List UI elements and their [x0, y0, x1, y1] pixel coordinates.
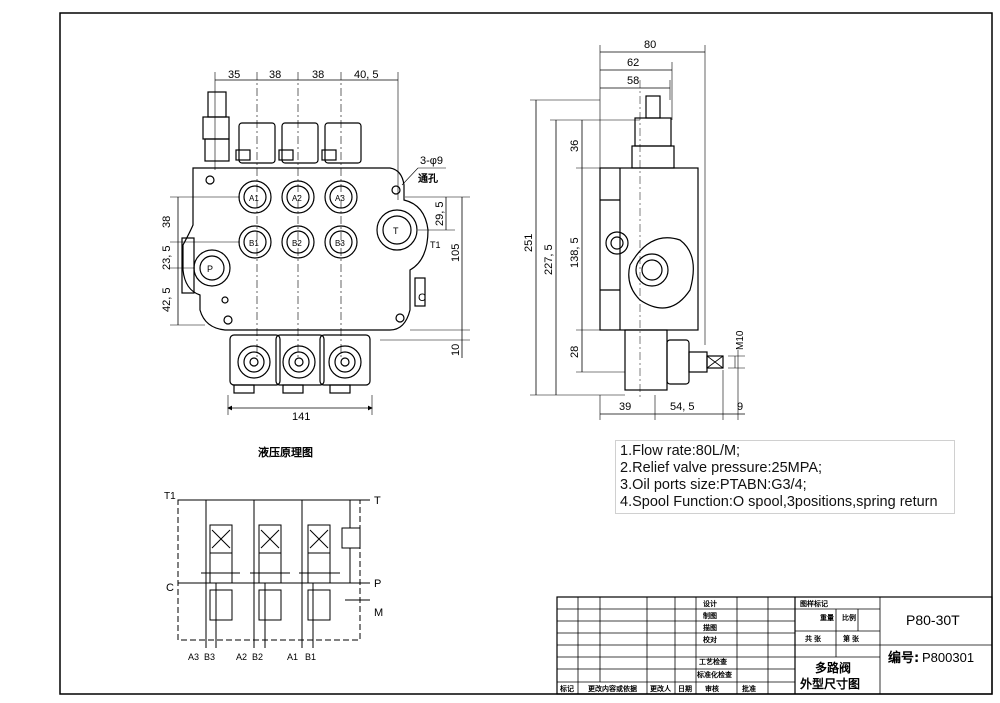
side-top-dim-1: 80 — [644, 39, 656, 51]
side-view — [530, 45, 745, 420]
schematic-label-a2: A2 — [236, 652, 247, 662]
tb-row-design: 设计 — [703, 599, 717, 608]
port-label-a3: A3 — [335, 194, 345, 203]
side-top-dim-2: 62 — [627, 57, 639, 69]
side-bottom-dim-2: 54, 5 — [670, 401, 694, 413]
tb-col-person: 更改人 — [650, 684, 672, 693]
front-top-dim-4: 40, 5 — [354, 69, 378, 81]
port-label-b2: B2 — [292, 239, 302, 248]
tb-model: P80-30T — [906, 612, 960, 628]
tb-col-mark: 标记 — [559, 684, 574, 693]
tb-scale: 比例 — [842, 613, 856, 622]
note-port-size: 3.Oil ports size:PTABN:G3/4; — [620, 477, 807, 493]
tb-row-check: 校对 — [703, 635, 717, 644]
tb-row-trace: 描图 — [703, 623, 717, 632]
tb-sheet: 第 张 — [843, 634, 860, 643]
hole-note: 3-φ9 — [420, 155, 443, 167]
side-left-dim-1: 251 — [523, 234, 535, 252]
side-thread: M10 — [735, 330, 746, 350]
schematic-label-t: T — [374, 495, 381, 507]
side-left-dim-3: 36 — [569, 140, 581, 152]
tb-name-line1: 多路阀 — [815, 660, 851, 675]
tb-row-process: 工艺检查 — [699, 657, 728, 666]
schematic-label-a1: A1 — [287, 652, 298, 662]
front-view — [170, 72, 470, 415]
drawing-border — [59, 12, 993, 695]
schematic-label-m: M — [374, 607, 383, 619]
port-label-t1: T1 — [430, 240, 441, 250]
front-right-dim-2: 105 — [450, 244, 462, 262]
tb-row-drawing: 制图 — [703, 611, 717, 620]
schematic-label-c: C — [166, 582, 174, 594]
front-right-dim-1: 29, 5 — [434, 202, 446, 226]
tb-col-date: 日期 — [678, 684, 692, 693]
note-relief-pressure: 2.Relief valve pressure:25MPA; — [620, 460, 823, 476]
front-bottom-dim: 141 — [292, 411, 310, 423]
hydraulic-schematic — [177, 499, 370, 648]
tb-code-label: 编号: — [888, 650, 919, 666]
note-flow-rate: 1.Flow rate:80L/M; — [620, 443, 741, 459]
side-bottom-dim-3: 9 — [737, 401, 743, 413]
tb-weight: 重量 — [820, 613, 834, 622]
front-top-dim-2: 38 — [269, 69, 281, 81]
port-label-b1: B1 — [249, 239, 259, 248]
hole-note-2: 通孔 — [418, 172, 438, 185]
tb-code: P800301 — [922, 650, 974, 665]
technical-notes: 1.Flow rate:80L/M; 2.Relief valve pressu… — [615, 440, 955, 514]
side-bottom-dim-1: 39 — [619, 401, 631, 413]
front-top-dim-3: 38 — [312, 69, 324, 81]
front-top-dim-1: 35 — [228, 69, 240, 81]
schematic-label-a3: A3 — [188, 652, 199, 662]
title-block — [556, 596, 993, 695]
tb-name-line2: 外型尺寸图 — [800, 676, 860, 691]
schematic-title: 液压原理图 — [258, 445, 313, 459]
tb-sheets: 共 张 — [805, 634, 822, 643]
side-left-dim-2: 227, 5 — [543, 244, 555, 275]
schematic-label-b2: B2 — [252, 652, 263, 662]
front-left-dim-1: 38 — [161, 216, 173, 228]
tb-material: 图样标记 — [800, 599, 828, 608]
side-left-dim-5: 28 — [569, 346, 581, 358]
port-label-p: P — [207, 264, 213, 274]
side-top-dim-3: 58 — [627, 75, 639, 87]
front-right-dim-3: 10 — [450, 344, 462, 356]
schematic-label-p: P — [374, 578, 381, 590]
front-left-dim-2: 23, 5 — [161, 246, 173, 270]
port-label-a2: A2 — [292, 194, 302, 203]
front-left-dim-3: 42, 5 — [161, 288, 173, 312]
side-left-dim-4: 138, 5 — [569, 237, 581, 268]
tb-col-approve: 批准 — [742, 684, 756, 693]
note-spool-function: 4.Spool Function:O spool,3positions,spri… — [620, 494, 938, 510]
port-label-c: C — [418, 292, 426, 304]
schematic-label-b1: B1 — [305, 652, 316, 662]
schematic-label-b3: B3 — [204, 652, 215, 662]
port-label-b3: B3 — [335, 239, 345, 248]
tb-col-review: 审核 — [705, 684, 719, 693]
schematic-label-t1: T1 — [164, 491, 176, 502]
port-label-t: T — [393, 226, 399, 236]
port-label-a1: A1 — [249, 194, 259, 203]
tb-row-standard: 标准化检查 — [696, 670, 733, 679]
tb-col-change: 更改内容或依据 — [588, 684, 637, 693]
